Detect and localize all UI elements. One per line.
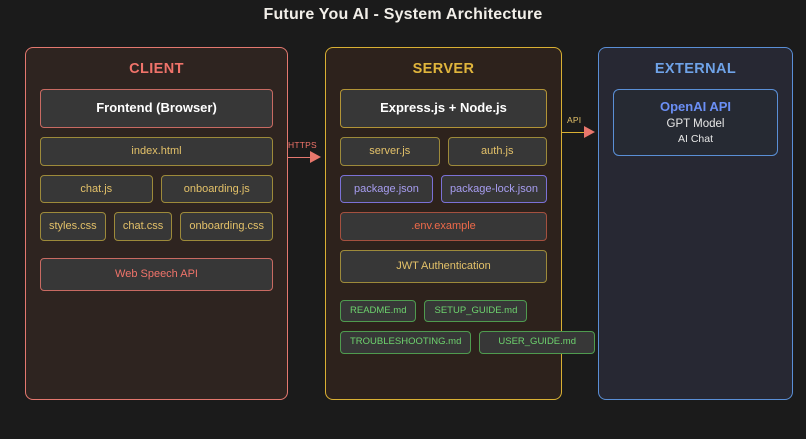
client-js-row: chat.js onboarding.js bbox=[40, 174, 273, 204]
node-jwt-authentication[interactable]: JWT Authentication bbox=[340, 249, 547, 283]
node-package-lock-json[interactable]: package-lock.json bbox=[440, 174, 547, 204]
connector-https-line bbox=[288, 157, 318, 159]
panel-client-body: Frontend (Browser) index.html chat.js on… bbox=[26, 89, 287, 310]
panel-client-title: CLIENT bbox=[129, 61, 184, 77]
server-spacer bbox=[340, 292, 547, 300]
node-setup-guide-md[interactable]: SETUP_GUIDE.md bbox=[424, 299, 528, 323]
node-onboarding-js[interactable]: onboarding.js bbox=[160, 174, 273, 204]
panel-external: EXTERNAL OpenAI API GPT Model AI Chat bbox=[598, 47, 793, 400]
panel-server-body: Express.js + Node.js server.js auth.js p… bbox=[326, 89, 595, 373]
panel-client: CLIENT Frontend (Browser) index.html cha… bbox=[25, 47, 288, 400]
node-frontend-browser[interactable]: Frontend (Browser) bbox=[40, 89, 273, 128]
openai-api-name: OpenAI API bbox=[659, 99, 732, 114]
node-package-json[interactable]: package.json bbox=[340, 174, 433, 204]
panel-external-title: EXTERNAL bbox=[654, 61, 737, 77]
node-env-example[interactable]: .env.example bbox=[340, 212, 547, 241]
openai-api-feature: AI Chat bbox=[677, 133, 714, 145]
client-css-row: styles.css chat.css onboarding.css bbox=[40, 212, 273, 241]
connector-api-line bbox=[562, 132, 592, 134]
node-server-js[interactable]: server.js bbox=[340, 136, 440, 166]
arrowhead-icon bbox=[584, 126, 595, 138]
server-main-stack: Express.js + Node.js bbox=[340, 89, 547, 128]
node-index-html[interactable]: index.html bbox=[40, 136, 273, 166]
client-node-stack: Frontend (Browser) index.html bbox=[40, 89, 273, 166]
node-chat-css[interactable]: chat.css bbox=[113, 212, 173, 241]
node-chat-js[interactable]: chat.js bbox=[40, 174, 153, 204]
connector-api-label: API bbox=[567, 115, 582, 125]
server-docs-row-2: TROUBLESHOOTING.md USER_GUIDE.md bbox=[340, 331, 595, 355]
node-onboarding-css[interactable]: onboarding.css bbox=[180, 212, 273, 241]
node-express-node[interactable]: Express.js + Node.js bbox=[340, 89, 547, 128]
panel-server-title: SERVER bbox=[412, 61, 475, 77]
node-openai-api[interactable]: OpenAI API GPT Model AI Chat bbox=[613, 89, 778, 156]
client-api-stack: Web Speech API bbox=[40, 257, 273, 291]
openai-api-model: GPT Model bbox=[666, 118, 725, 130]
page-title: Future You AI - System Architecture bbox=[263, 6, 543, 23]
node-troubleshooting-md[interactable]: TROUBLESHOOTING.md bbox=[340, 331, 472, 355]
arrowhead-icon bbox=[310, 151, 321, 163]
node-auth-js[interactable]: auth.js bbox=[447, 136, 547, 166]
node-web-speech-api[interactable]: Web Speech API bbox=[40, 257, 273, 291]
server-package-row: package.json package-lock.json bbox=[340, 174, 547, 204]
panel-external-body: OpenAI API GPT Model AI Chat bbox=[599, 89, 792, 166]
server-source-row: server.js auth.js bbox=[340, 136, 547, 166]
server-docs-row-1: README.md SETUP_GUIDE.md bbox=[340, 299, 547, 323]
connector-https-label: HTTPS bbox=[288, 140, 317, 150]
node-readme-md[interactable]: README.md bbox=[340, 299, 417, 323]
panel-server: SERVER Express.js + Node.js server.js au… bbox=[325, 47, 595, 400]
client-spacer bbox=[40, 250, 273, 258]
node-user-guide-md[interactable]: USER_GUIDE.md bbox=[479, 331, 595, 355]
node-styles-css[interactable]: styles.css bbox=[40, 212, 106, 241]
server-env-stack: .env.example JWT Authentication bbox=[340, 212, 547, 283]
